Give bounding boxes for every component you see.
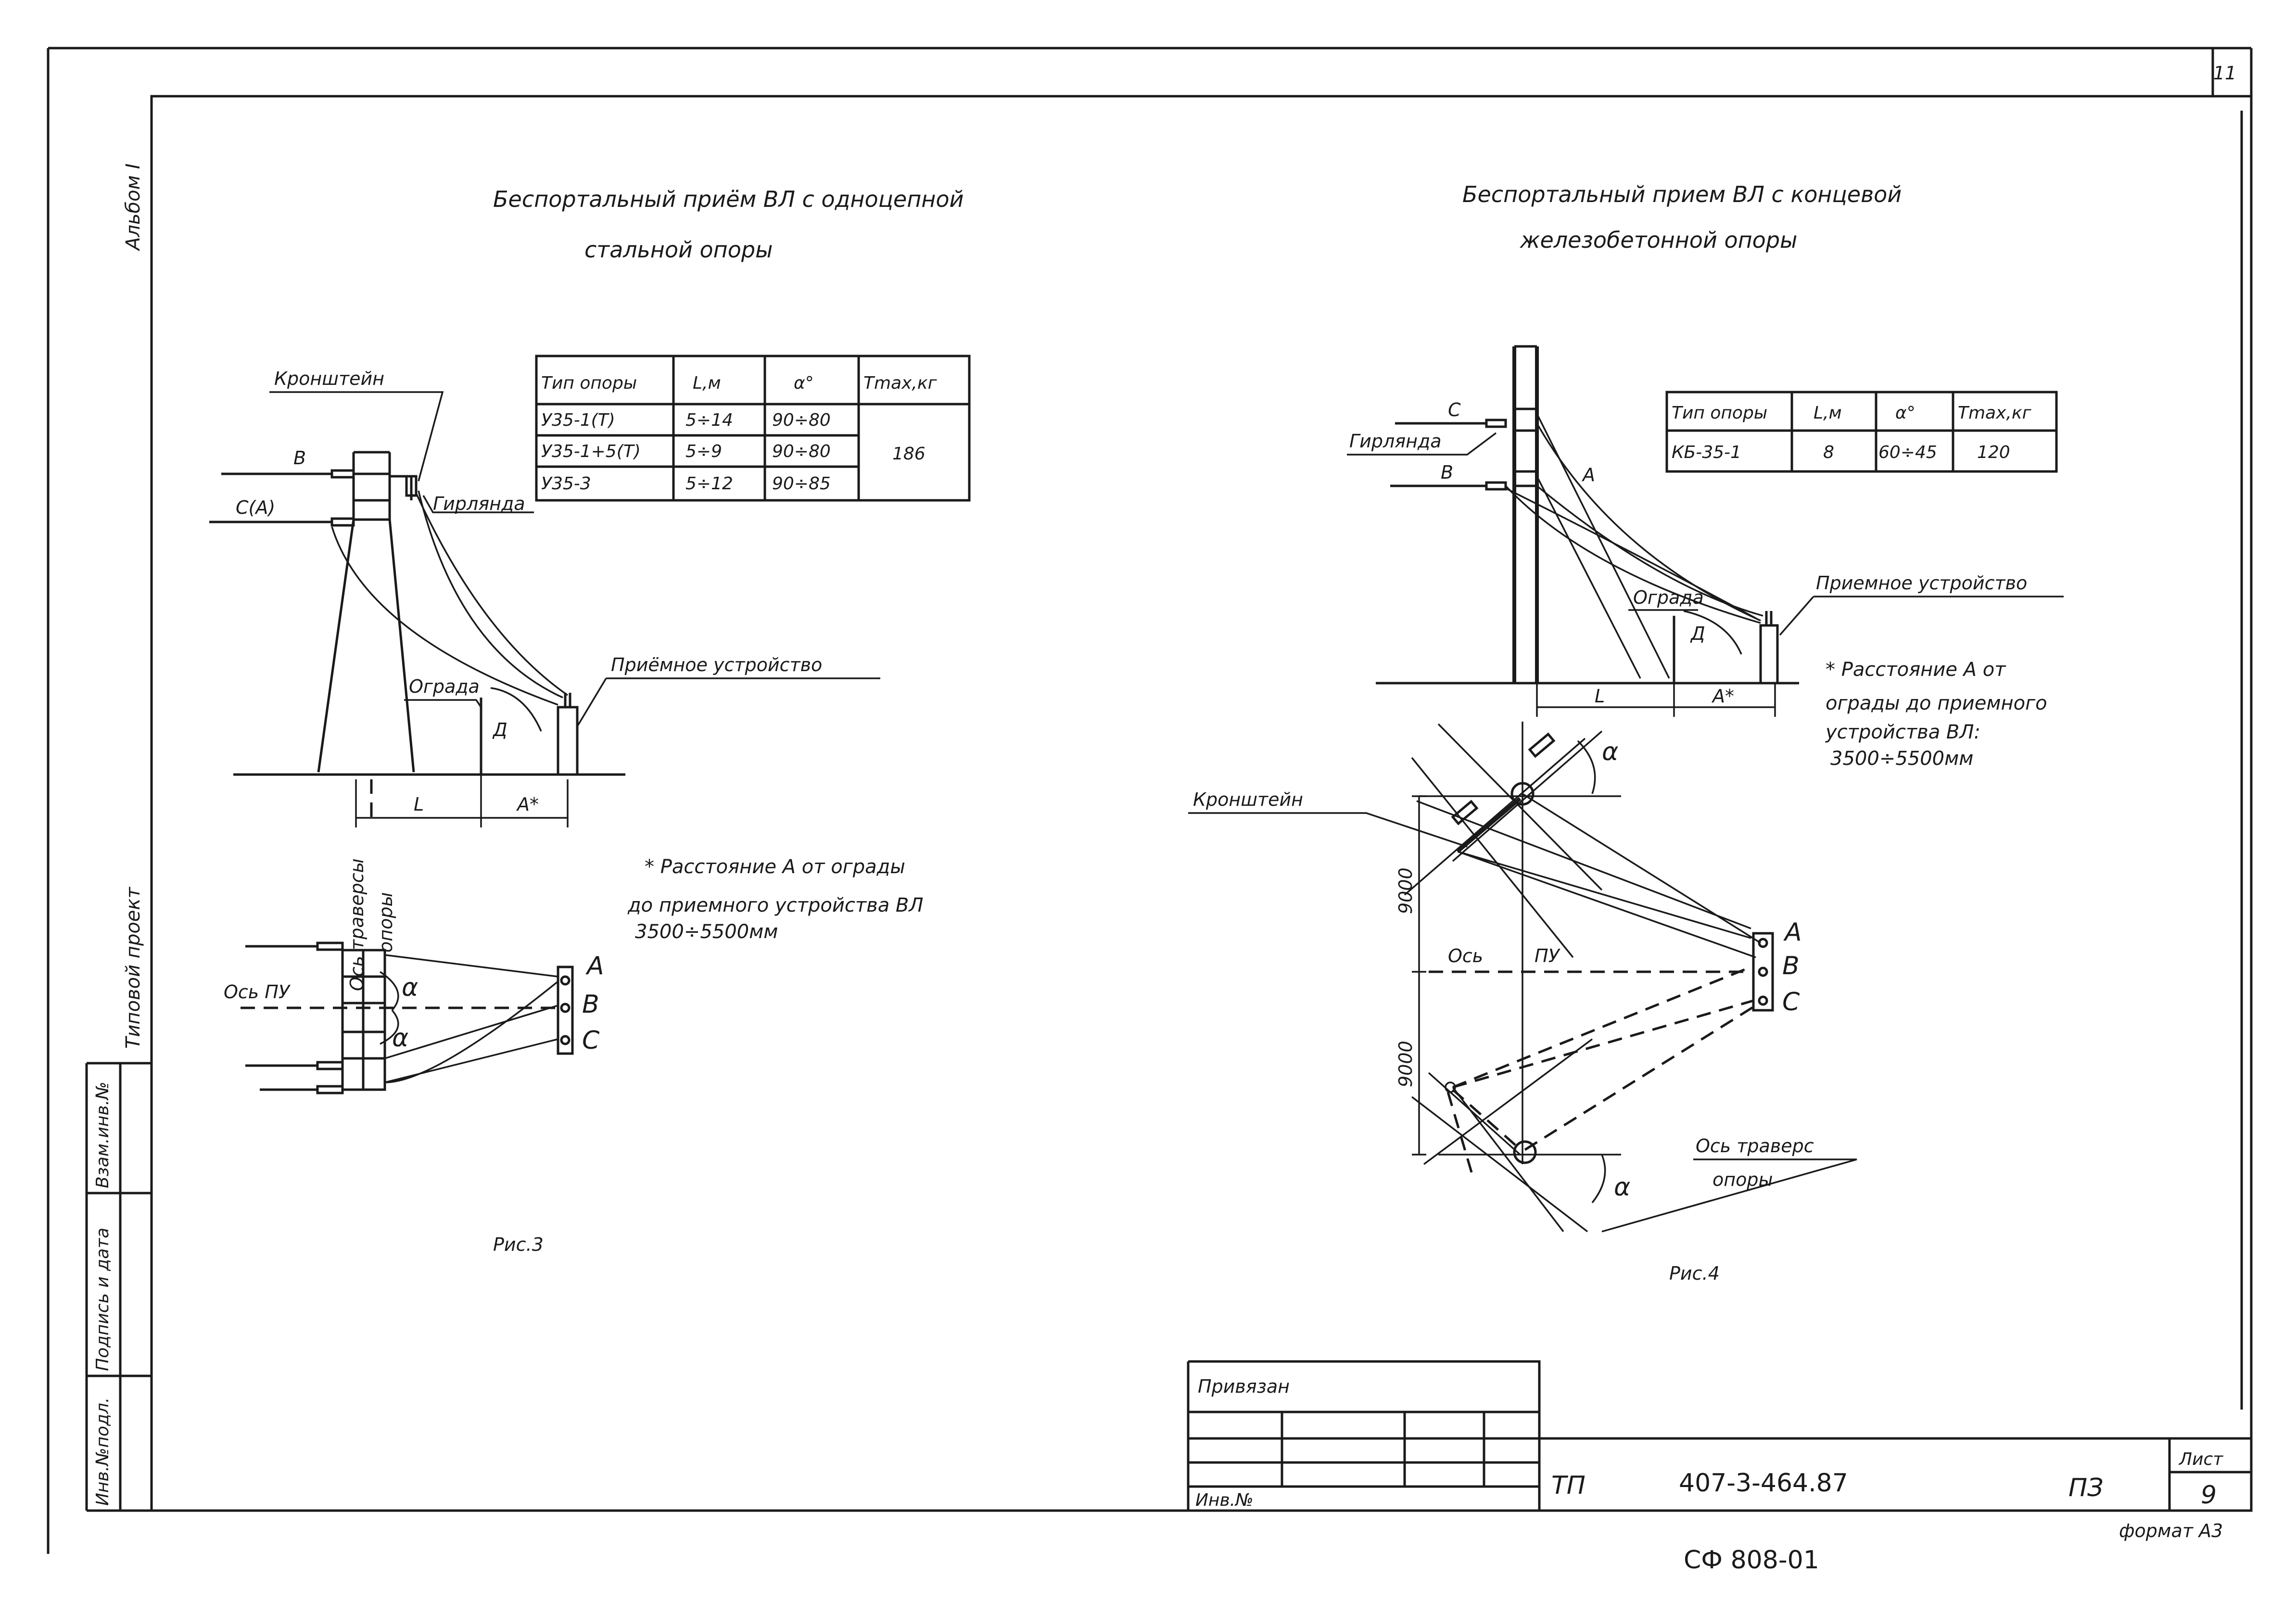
fig3-note-line2: до приемного устройства ВЛ xyxy=(627,894,923,916)
fig3-r3-type: У35-3 xyxy=(541,474,591,494)
fig4-title-line1: Беспортальный прием ВЛ с концевой xyxy=(1462,181,1902,207)
stamp-inv-label: Инв.№подл. xyxy=(93,1398,113,1506)
fig3-label-astar: А* xyxy=(516,794,539,815)
fig4-label-d: Д xyxy=(1690,623,1705,644)
fig3-phase-a: А xyxy=(585,952,604,980)
fig3-phase-c: С xyxy=(582,1026,600,1055)
fig4-support-table: Тип опоры L,м α° Tmax,кг КБ-35-1 8 60÷45… xyxy=(1665,391,2058,473)
fig3-note-line1: * Расстояние А от ограды xyxy=(645,856,905,878)
fig4-axis-traverse-1: Ось траверс xyxy=(1696,1135,1814,1157)
fig4-label-a: А xyxy=(1581,464,1595,485)
fig4-r1-tmax: 120 xyxy=(1977,443,2010,462)
fig3-support-table: Тип опоры L,м α° Tmax,кг У35-1(Т) 5÷14 9… xyxy=(535,355,971,502)
fig4-label-bracket: Кронштейн xyxy=(1193,789,1303,810)
fig4-label-b: В xyxy=(1441,462,1453,483)
fig3-r1-type: У35-1(Т) xyxy=(541,410,615,430)
fig3-th-type: Тип опоры xyxy=(541,373,637,393)
stamp-bound-label: Привязан xyxy=(1198,1376,1290,1397)
fig4-r1-type: КБ-35-1 xyxy=(1672,443,1741,462)
fig4-note-line1: * Расстояние А от xyxy=(1826,659,2006,681)
fig3-axis-pu: Ось ПУ xyxy=(224,981,291,1003)
fig4-label-astar: А* xyxy=(1711,686,1734,707)
format-label: формат А3 xyxy=(2119,1520,2223,1541)
fig4-r1-alpha: 60÷45 xyxy=(1878,443,1937,462)
fig4-phase-b: В xyxy=(1782,952,1800,980)
fig4-note-line2: ограды до приемного xyxy=(1826,692,2047,714)
fig4-phase-c: С xyxy=(1782,988,1800,1017)
fig3-th-l: L,м xyxy=(693,373,721,393)
stamp-section: ПЗ xyxy=(2068,1474,2103,1502)
fig3-r3-alpha: 90÷85 xyxy=(772,474,831,494)
fig3-label-ca: С(А) xyxy=(236,497,275,518)
fig3-th-alpha: α° xyxy=(794,373,814,393)
fig4-label-c: С xyxy=(1448,399,1461,420)
fig4-axis-traverse-2: опоры xyxy=(1712,1169,1773,1190)
fig3-title-line2: стальной опоры xyxy=(584,237,773,263)
fig3-r2-type: У35-1+5(Т) xyxy=(541,442,641,461)
fig3-title-line1: Беспортальный приём ВЛ с одноцепной xyxy=(493,186,964,212)
fig3-axis-traverse-2: опоры xyxy=(375,892,396,953)
fig3-alpha-1: α xyxy=(402,973,418,1002)
fig3-label-l: L xyxy=(414,794,424,815)
fig3-r1-l: 5÷14 xyxy=(685,410,733,430)
fig4-th-alpha: α° xyxy=(1895,403,1915,423)
sheet-frame xyxy=(47,47,2253,1554)
fig3-th-tmax: Tmax,кг xyxy=(863,373,938,393)
fig4-th-tmax: Tmax,кг xyxy=(1958,403,2032,423)
fig4-caption: Рис.4 xyxy=(1669,1263,1720,1284)
fig4-alpha-upper: α xyxy=(1602,737,1618,766)
fig4-note-line4: 3500÷5500мм xyxy=(1830,748,1973,770)
stamp-inv-no-label: Инв.№ xyxy=(1195,1490,1254,1510)
fig4-th-type: Тип опоры xyxy=(1672,403,1767,423)
fig4-dim-upper: 9000 xyxy=(1395,867,1416,914)
album-label: Альбом I xyxy=(122,164,144,252)
fig3-label-b: В xyxy=(293,447,306,469)
fig4-label-axis: Ось xyxy=(1448,945,1483,966)
fig4-alpha-lower: α xyxy=(1614,1173,1630,1202)
fig3-steel-tower xyxy=(209,451,625,827)
fig3-alpha-2: α xyxy=(392,1024,408,1053)
stamp-signature-label: Подпись и дата xyxy=(93,1228,113,1371)
fig3-r3-l: 5÷12 xyxy=(685,474,733,494)
fig4-title-line2: железобетонной опоры xyxy=(1520,227,1797,253)
footer-code: СФ 808-01 xyxy=(1684,1546,1819,1575)
fig4-note-line3: устройства ВЛ: xyxy=(1825,721,1980,743)
fig4-plan-view xyxy=(1404,722,1774,1233)
fig4-label-fence: Ограда xyxy=(1633,587,1704,608)
fig3-label-fence: Ограда xyxy=(409,676,480,697)
project-type-label: Типовой проект xyxy=(122,886,144,1049)
stamp-code: 407-3-464.87 xyxy=(1679,1469,1848,1498)
fig4-label-garland: Гирлянда xyxy=(1349,431,1442,452)
fig4-label-receiver: Приемное устройство xyxy=(1816,572,2027,594)
stamp-sheet-label: Лист xyxy=(2178,1449,2223,1469)
figure-3: Беспортальный приём ВЛ с одноцепной стал… xyxy=(209,186,971,1255)
stamp-replace-label: Взам.инв.№ xyxy=(93,1081,113,1188)
fig4-th-l: L,м xyxy=(1814,403,1842,423)
fig3-label-receiver: Приёмное устройство xyxy=(611,654,822,675)
fig4-concrete-pole xyxy=(1376,345,1799,717)
sheet-number: 11 xyxy=(2213,63,2236,84)
fig3-r2-l: 5÷9 xyxy=(685,442,722,461)
fig4-label-pu: ПУ xyxy=(1535,945,1561,966)
fig3-label-bracket: Кронштейн xyxy=(274,368,384,389)
stamp-sheet-value: 9 xyxy=(2201,1481,2217,1510)
fig3-phase-b: В xyxy=(582,990,599,1019)
fig4-dim-lower: 9000 xyxy=(1395,1041,1416,1087)
fig4-r1-l: 8 xyxy=(1823,443,1834,462)
fig3-plan-view xyxy=(241,941,574,1094)
fig3-r2-alpha: 90÷80 xyxy=(772,442,831,461)
fig4-phase-a: А xyxy=(1783,918,1802,947)
title-stamp xyxy=(1187,1360,2251,1511)
fig3-label-garland: Гирлянда xyxy=(433,493,525,514)
fig4-label-l: L xyxy=(1595,686,1605,707)
fig3-r1-alpha: 90÷80 xyxy=(772,410,831,430)
fig3-tmax-value: 186 xyxy=(892,444,926,464)
figure-4: Беспортальный прием ВЛ с концевой железо… xyxy=(1188,181,2064,1284)
fig3-note-line3: 3500÷5500мм xyxy=(635,921,778,943)
fig3-caption: Рис.3 xyxy=(493,1234,544,1255)
fig3-label-d: Д xyxy=(492,719,507,740)
stamp-code-prefix: ТП xyxy=(1551,1471,1586,1500)
